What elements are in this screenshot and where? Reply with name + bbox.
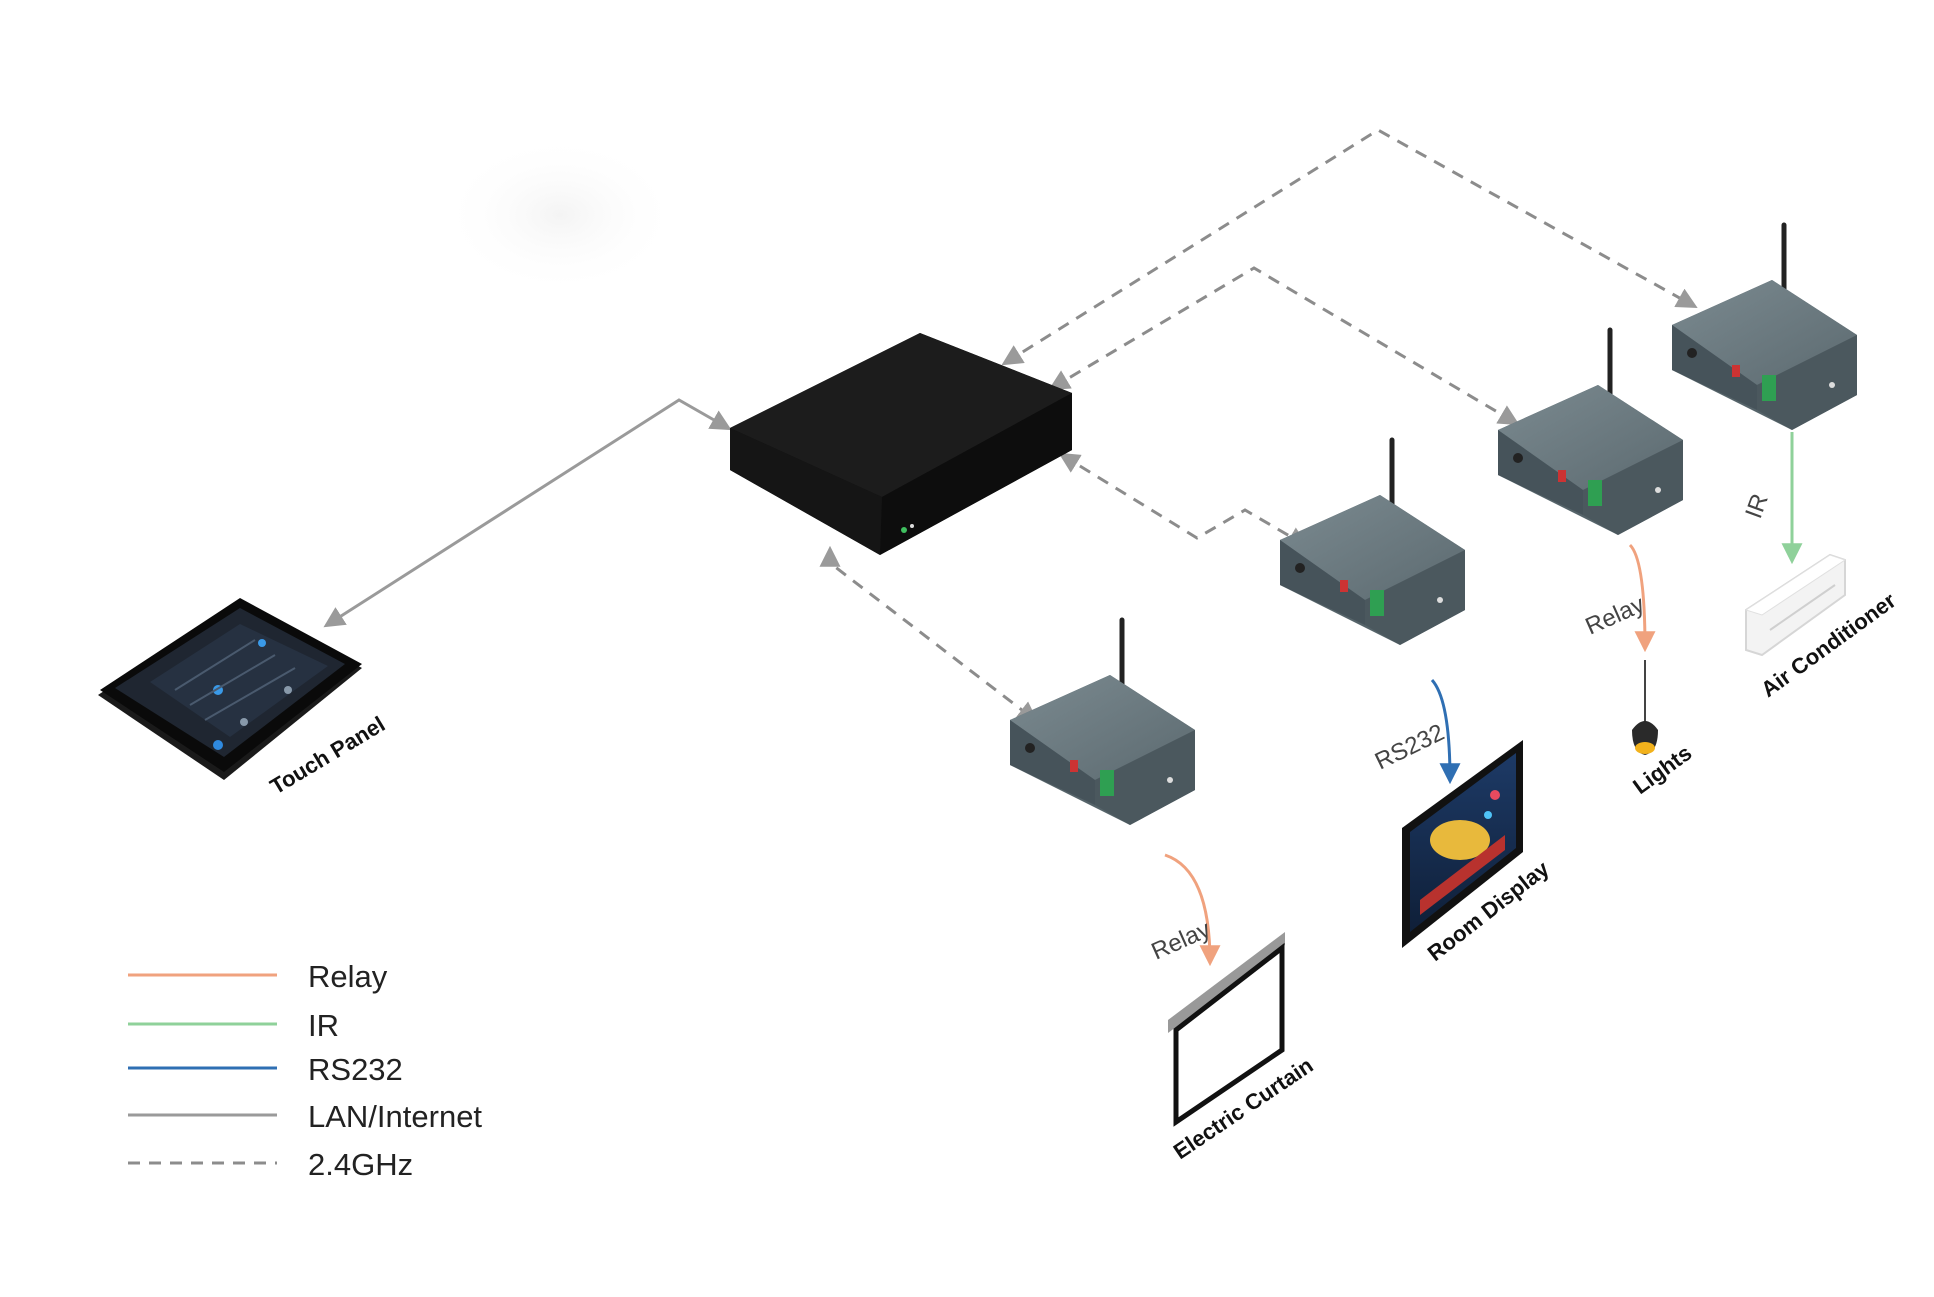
ir-label-air-conditioner: IR [1740,490,1774,522]
legend-label-ir: IR [308,1008,339,1043]
rs232-label-room-display: RS232 [1371,719,1449,775]
legend-label-lan-internet: LAN/Internet [308,1099,482,1134]
gateway-lights [1498,330,1683,535]
touch-panel-device [98,598,362,780]
status-led [901,527,907,533]
central-controller [730,333,1072,555]
legend-item-lan-internet: LAN/Internet [128,1099,482,1134]
electric-curtain-device [1168,932,1285,1127]
relay-connection-lights [1628,543,1656,653]
wireless-link-electric-curtain [819,545,1039,723]
background-glow [440,135,680,295]
lan-connection-touch-panel [323,398,732,628]
legend-label-2-4ghz: 2.4GHz [308,1147,413,1182]
room-display-device [1402,740,1523,948]
rs232-connection-room-display [1430,678,1461,785]
wireless-link-air-conditioner [1001,128,1698,366]
gateway-air-conditioner [1672,225,1857,430]
legend-item-rs232: RS232 [128,1052,403,1087]
legend: Relay IR RS232 LAN/Internet 2.4GHz [128,959,482,1182]
wireless-connections [819,128,1698,723]
legend-item-ir: IR [128,1008,339,1043]
relay-label-lights: Relay [1581,591,1648,641]
gateway-curtain [1010,620,1195,825]
legend-label-relay: Relay [308,959,388,994]
air-conditioner-device [1744,553,1847,657]
wireless-link-room-display [1058,452,1309,548]
relay-connection-curtain [1164,853,1221,967]
legend-label-rs232: RS232 [308,1052,403,1087]
touch-panel-ui-icons [174,639,296,750]
wireless-link-lights [1048,266,1520,426]
gateway-room-display [1280,440,1465,645]
relay-label-curtain: Relay [1147,916,1214,966]
legend-item-2-4ghz: 2.4GHz [128,1147,413,1182]
lights-device [1632,660,1658,755]
legend-item-relay: Relay [128,959,388,994]
